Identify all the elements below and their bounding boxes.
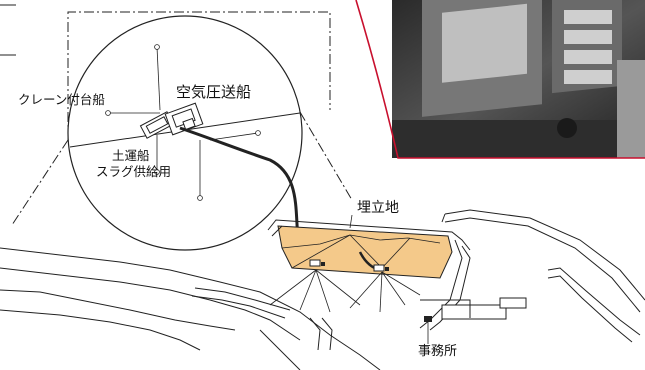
label-barge-line2: スラグ供給用 xyxy=(96,164,172,179)
label-air-ship: 空気圧送船 xyxy=(176,83,252,101)
label-landfill: 埋立地 xyxy=(357,200,399,216)
landfill-area xyxy=(277,225,453,279)
label-barge-line1: 土運船 xyxy=(112,148,150,163)
callout-leader-right xyxy=(299,111,353,201)
radiating-lines xyxy=(269,269,421,313)
unit-west xyxy=(309,259,321,267)
office-marker xyxy=(424,316,432,322)
callout-leader-left xyxy=(11,139,69,226)
zoom-circle xyxy=(67,15,303,251)
vessel-group xyxy=(139,102,204,139)
label-crane-ship: クレーン付台船 xyxy=(18,92,105,107)
photo-image xyxy=(392,0,645,158)
callout-frame xyxy=(67,11,331,140)
photo-border-line xyxy=(355,0,645,159)
unit-east xyxy=(373,264,385,272)
inset-photo xyxy=(392,0,645,158)
label-office: 事務所 xyxy=(418,344,458,359)
